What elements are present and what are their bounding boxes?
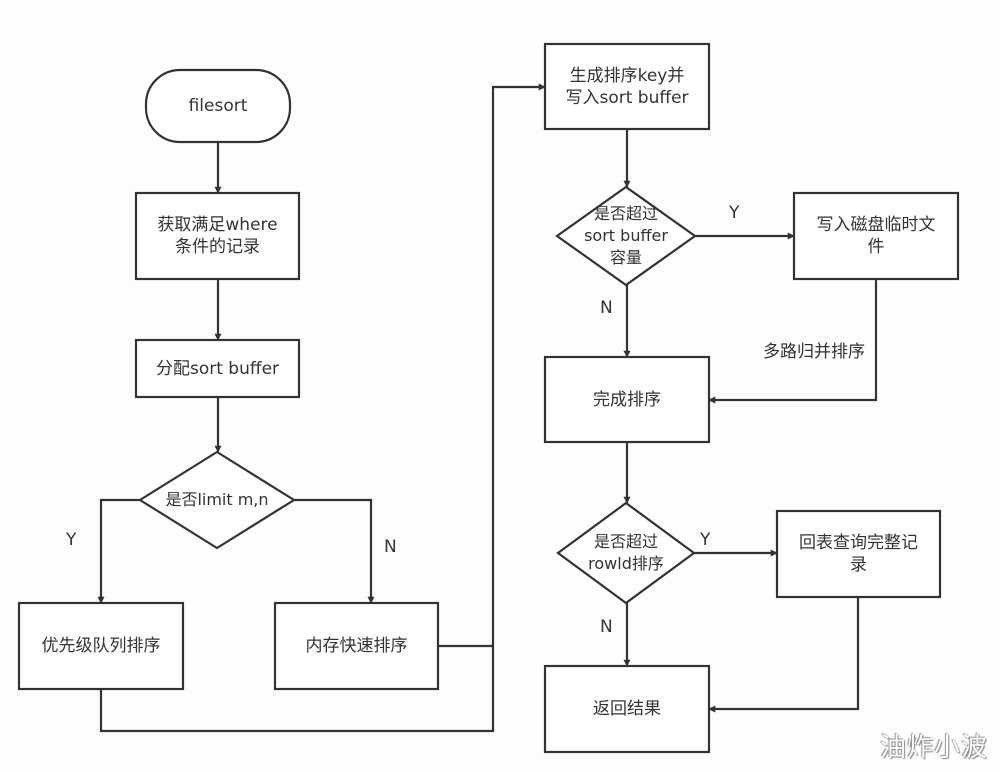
node-alloc-shape	[134, 338, 301, 399]
node-exceed-shape	[555, 185, 697, 287]
edge-label-exceed-no: N	[600, 298, 613, 318]
watermark: 油炸小波	[879, 733, 988, 763]
edge-pq-to-genkey	[99, 83, 546, 733]
edge-limit-to-quick	[294, 498, 375, 604]
node-start-shape	[144, 68, 292, 144]
node-fetch-shape	[134, 191, 301, 281]
node-disk-shape	[792, 191, 960, 281]
edge-limit-to-pq	[97, 498, 140, 604]
edge-label-limit-yes: Y	[66, 530, 77, 550]
node-rowid-shape	[556, 501, 696, 605]
node-quick-shape	[273, 601, 440, 691]
node-result-shape	[543, 664, 711, 754]
edge-label-limit-no: N	[384, 537, 397, 557]
edge-label-merge-sort: 多路归并排序	[763, 342, 865, 362]
node-pq-shape	[17, 601, 185, 691]
edge-label-rowid-yes: Y	[700, 530, 711, 550]
edge-disk-to-done	[708, 279, 878, 404]
edge-lookup-to-result	[708, 597, 860, 713]
node-done-shape	[543, 355, 711, 444]
node-lookup-shape	[775, 509, 942, 599]
node-limit-shape	[137, 450, 297, 550]
node-genkey-shape	[543, 42, 711, 131]
edge-label-exceed-yes: Y	[729, 203, 740, 223]
edge-label-rowid-no: N	[600, 617, 613, 637]
